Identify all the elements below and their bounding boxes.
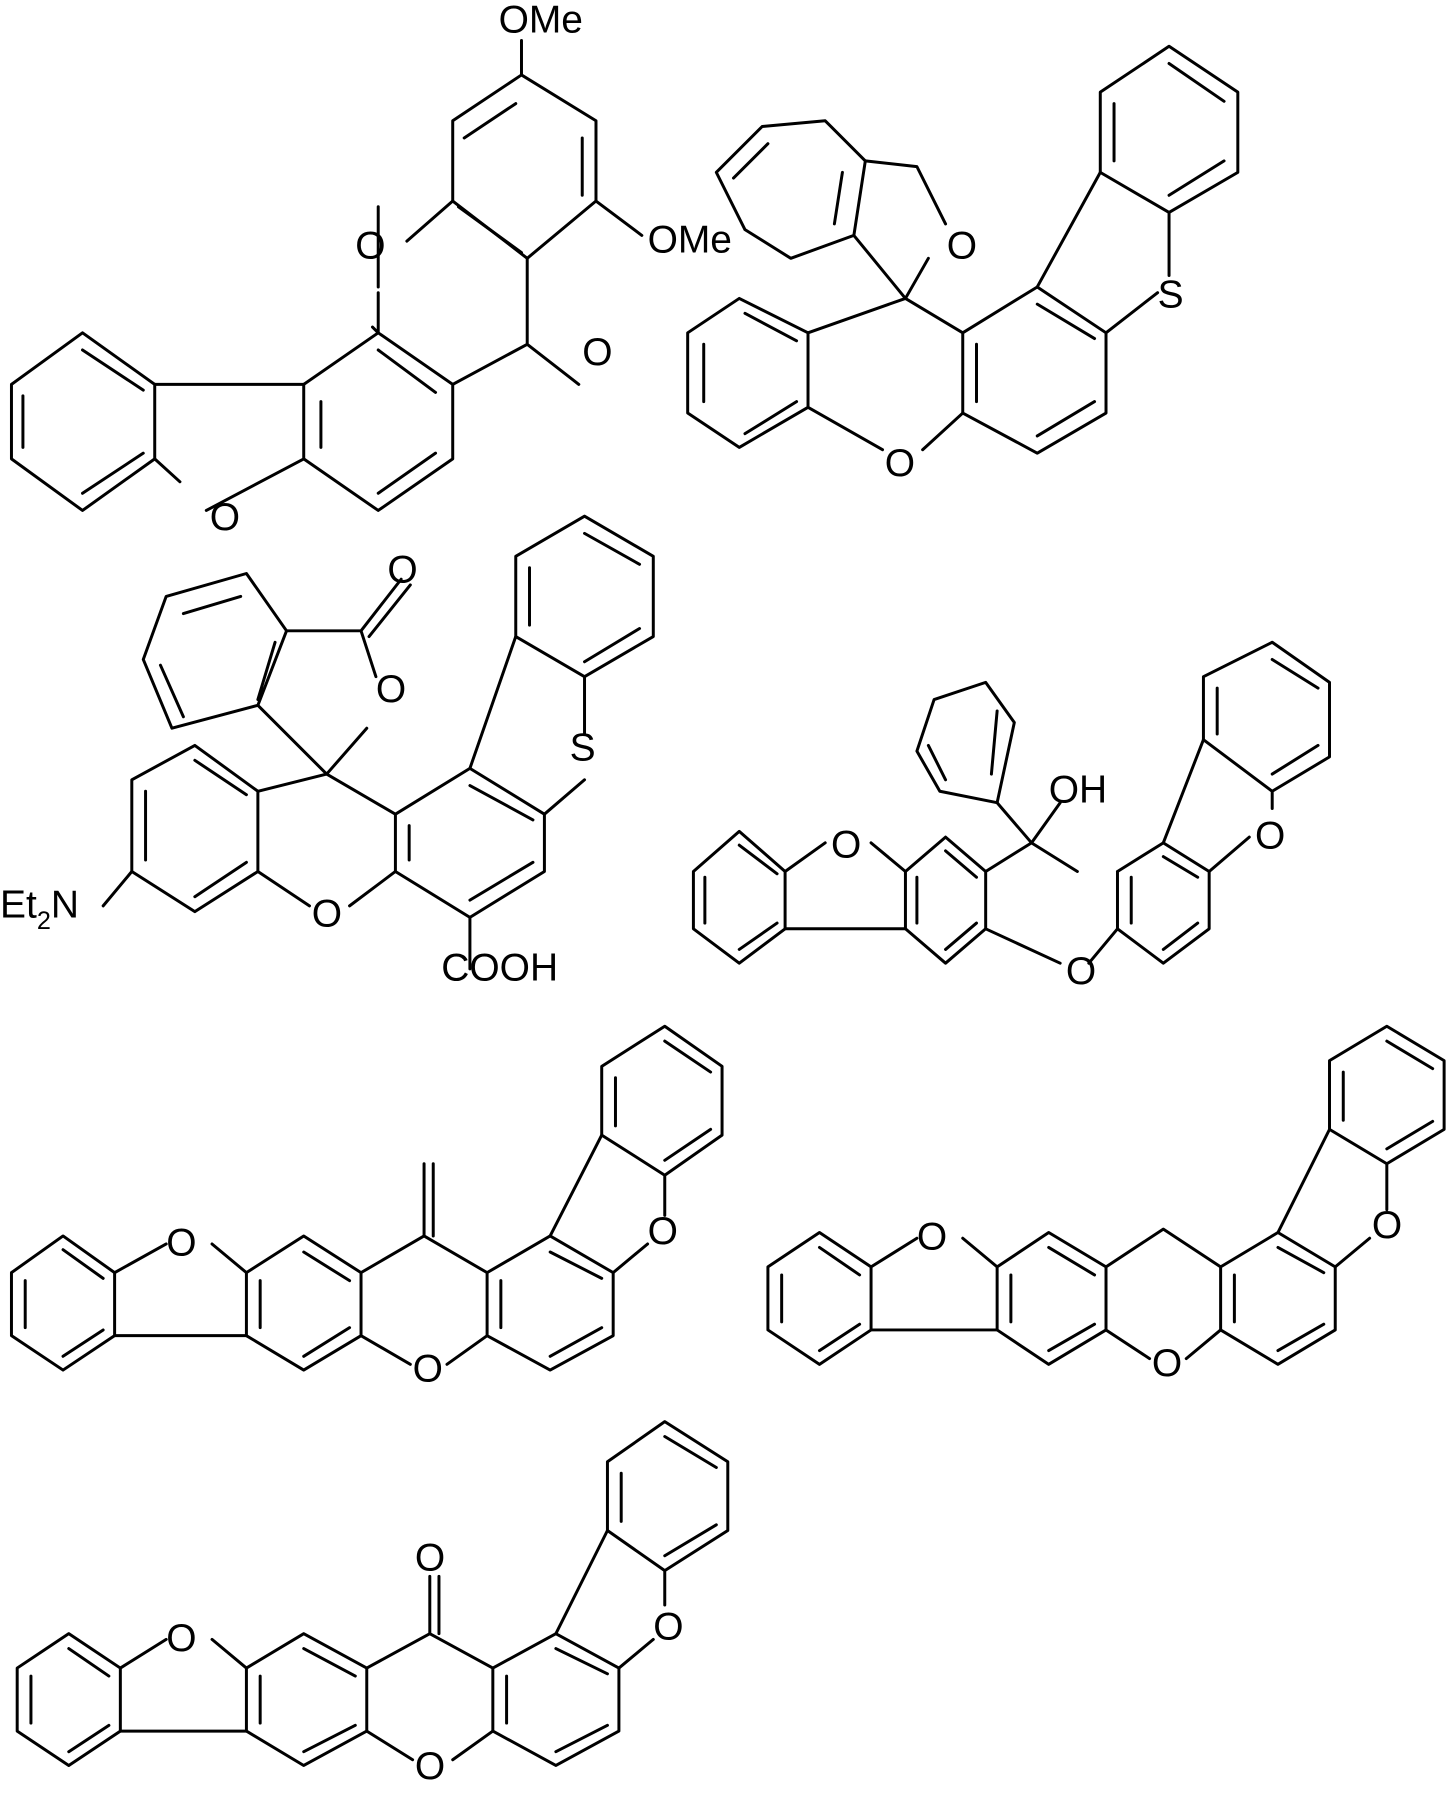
s6-xanthene-oxygen: O [1152,1342,1182,1385]
s1-ome-right: OMe [648,219,732,262]
s3-amine: Et2N [0,883,79,934]
structure-3: O O S O Et2N COOH [0,514,655,989]
s6-furan-oxygen-right: O [1372,1204,1402,1247]
structure-7: O O O O [15,1420,730,1788]
s3-carboxylic-acid: COOH [441,946,558,989]
s3-lactone-carbonyl-oxygen: O [387,549,417,592]
s2-spiro-oxygen: O [947,224,977,267]
structure-2: O S O [686,44,1240,485]
s7-furan-oxygen-left: O [166,1617,196,1660]
s1-carbonyl-oxygen: O [582,331,612,374]
structure-5: O O O [9,1024,724,1391]
s1-ring-oxygen: O [355,224,385,267]
structure-4: OH O O O [691,640,1332,993]
s3-lactone-oxygen: O [376,668,406,711]
s7-carbonyl-oxygen: O [415,1537,445,1580]
s2-sulfur: S [1158,274,1184,317]
s7-furan-oxygen-right: O [653,1605,683,1648]
s4-furan-oxygen-left: O [831,824,861,867]
s2-xanthene-oxygen: O [885,442,915,485]
s7-xanthene-oxygen: O [415,1745,445,1788]
s1-furan-oxygen: O [210,496,240,539]
s4-xanthene-oxygen: O [1066,950,1096,993]
structure-1: O OMe OMe O O [9,0,732,539]
s6-furan-oxygen-left: O [917,1216,947,1259]
s5-furan-oxygen-left: O [166,1221,196,1264]
s1-ome-top: OMe [499,0,583,42]
s3-sulfur: S [570,726,596,769]
s4-furan-oxygen-right: O [1255,815,1285,858]
s5-furan-oxygen-right: O [648,1210,678,1253]
s3-xanthene-oxygen: O [312,893,342,936]
structure-6: O O O [766,1024,1446,1385]
s4-hydroxyl: OH [1049,769,1107,812]
s5-xanthene-oxygen: O [413,1348,443,1391]
